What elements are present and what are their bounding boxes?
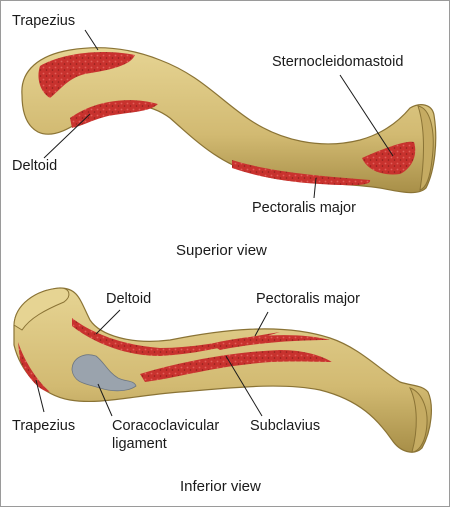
inferior-deltoid-attachment	[72, 318, 280, 356]
inferior-leader-lines	[35, 309, 269, 417]
superior-pectoralis-attachment	[232, 160, 371, 186]
superior-deltoid-attachment	[70, 100, 158, 128]
label-superior-deltoid: Deltoid	[12, 158, 58, 174]
inferior-bone-shape	[13, 287, 432, 453]
inferior-subclavius-attachment	[140, 350, 332, 382]
inferior-acromial-end	[13, 287, 70, 331]
caption-inferior-view: Inferior view	[180, 478, 261, 495]
inferior-sternal-end	[409, 387, 428, 453]
label-superior-sternocleidomastoid: Sternocleidomastoid	[272, 54, 404, 70]
label-inferior-deltoid: Deltoid	[106, 291, 152, 307]
label-inferior-coracoclavicular-line2: ligament	[112, 436, 167, 452]
label-superior-pectoralis-major: Pectoralis major	[252, 200, 356, 216]
inferior-coracoclavicular-ligament	[71, 354, 137, 392]
caption-superior-view: Superior view	[176, 242, 267, 259]
superior-sternal-end	[417, 105, 434, 191]
superior-leader-lines	[43, 29, 394, 199]
inferior-trapezius-attachment	[18, 342, 50, 392]
label-inferior-pectoralis-major: Pectoralis major	[256, 291, 360, 307]
inferior-clavicle	[13, 287, 432, 453]
superior-scm-attachment	[362, 141, 416, 175]
label-inferior-coracoclavicular-line1: Coracoclavicular	[112, 418, 220, 434]
superior-clavicle	[21, 47, 437, 194]
inferior-pectoralis-attachment	[210, 335, 330, 350]
label-inferior-subclavius: Subclavius	[250, 418, 321, 434]
label-inferior-trapezius: Trapezius	[12, 418, 76, 434]
label-superior-trapezius: Trapezius	[12, 13, 76, 29]
superior-trapezius-attachment	[38, 52, 135, 98]
